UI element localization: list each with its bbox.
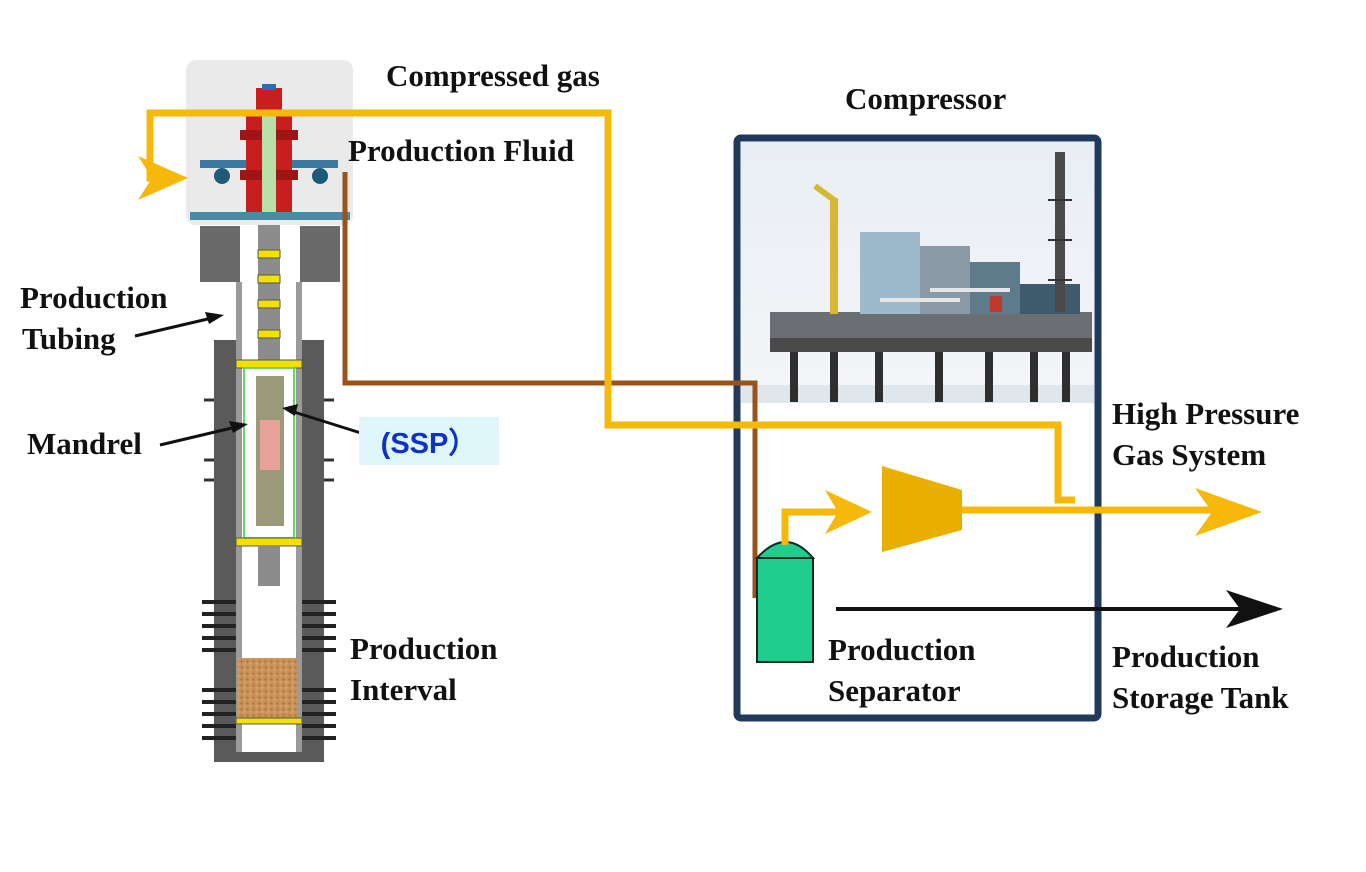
production-tubing [258,225,280,360]
label-mandrel: Mandrel [27,426,142,461]
production-interval-sand [238,658,298,718]
label-interval-line2: Interval [350,672,457,707]
well-schematic [186,60,353,762]
label-ssp: (SSP） [359,417,499,465]
label-high-pressure-line1: High Pressure [1112,396,1300,431]
production-fluid-line [342,172,758,598]
gas-inlet-arrowhead [138,156,188,200]
wellhead-icon [190,84,350,220]
mandrel-assembly [235,359,303,586]
label-production-tubing-line2: Tubing [22,321,116,356]
label-separator-line1: Production [828,632,976,667]
compressor-symbol-icon [882,466,962,552]
outer-casing-right [302,340,324,760]
perforations [202,600,336,740]
label-separator-line2: Separator [828,673,961,708]
hp-gas-arrowhead [1195,488,1262,536]
label-compressed-gas: Compressed gas [386,58,600,93]
separator-gas-line [781,508,845,545]
label-interval-line1: Production [350,631,498,666]
label-storage-line2: Storage Tank [1112,680,1289,715]
label-storage-line1: Production [1112,639,1260,674]
offshore-platform-icon [741,142,1094,403]
outer-casing-left [214,340,236,760]
label-production-fluid: Production Fluid [348,133,574,168]
label-production-tubing-line1: Production [20,280,168,315]
label-compressor: Compressor [845,81,1007,116]
separator-vessel-icon [754,541,816,663]
label-high-pressure-line2: Gas System [1112,437,1267,472]
separator-gas-arrowhead [825,490,872,534]
storage-arrowhead [1226,590,1283,628]
